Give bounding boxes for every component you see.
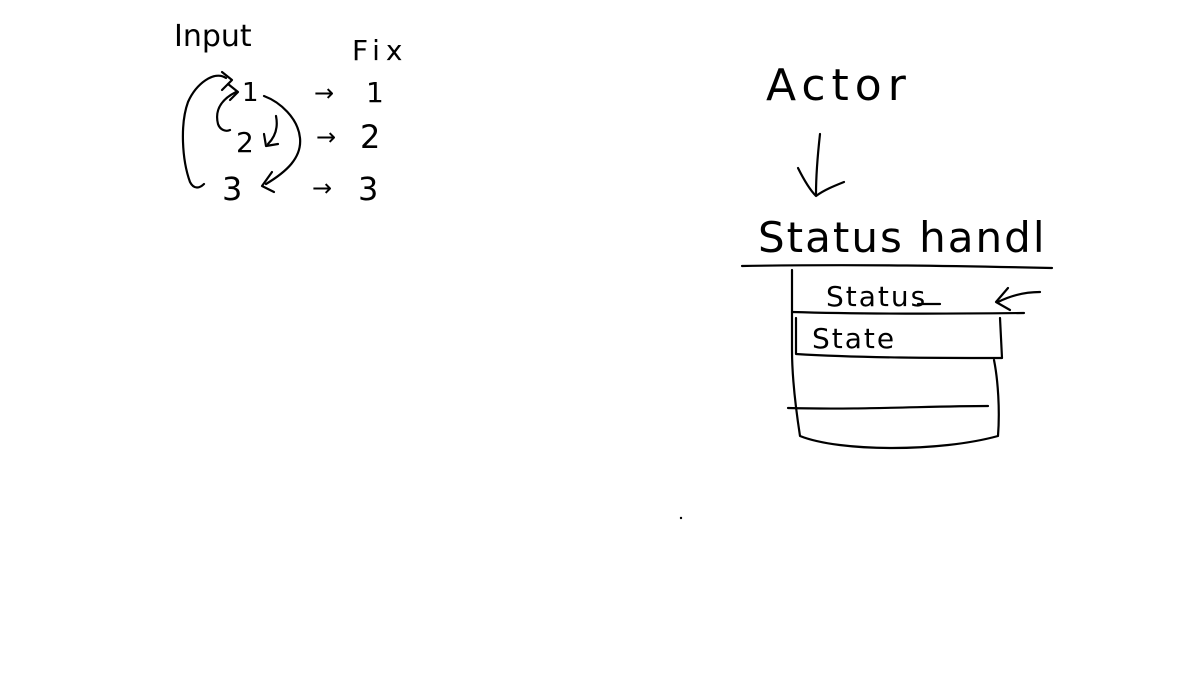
one-to-two-stroke [266,114,278,146]
fix-value-2: 2 [360,118,380,156]
input-value-2: 2 [236,126,254,159]
fix-value-1: 1 [366,76,384,109]
fix-header: Fix [352,34,408,67]
stack-row-status: Status [826,280,927,313]
input-fix-sketch: Input Fix 1 2 3 → → → 1 2 3 [174,19,408,208]
state-row-box [794,316,1004,360]
actor-down-arrow-shaft [814,132,822,196]
outer-loop-arrowhead [220,70,234,92]
actor-down-arrow-head [796,166,846,198]
status-pointer-head [994,286,1012,312]
actor-label: Actor [766,60,912,111]
one-to-three-stroke [262,94,302,186]
input-value-3: 3 [222,170,242,208]
stack-row-state: State [812,322,896,355]
input-value-1: 1 [242,78,259,108]
one-to-two-arrowhead [262,132,280,148]
stack-divider-bottom [786,404,990,410]
mapping-arrow-2: → [316,123,336,151]
status-handler-label: Status handl [758,213,1047,262]
one-to-three-arrowhead [260,170,276,194]
mapping-arrow-1: → [314,79,334,107]
stack-divider-top [790,310,1026,315]
inner-loop-arrowhead [226,82,240,102]
handler-underline [740,264,1054,270]
status-pointer-shaft [996,290,1042,304]
fix-value-3: 3 [358,170,378,208]
actor-stack-sketch: Actor Status handl Status State [679,60,1054,520]
input-header: Input [174,19,252,54]
stray-dot [679,516,683,520]
stack-outline [790,268,1000,450]
inner-loop-stroke [216,90,238,132]
outer-loop-stroke [181,74,228,189]
mapping-arrow-3: → [312,174,332,202]
